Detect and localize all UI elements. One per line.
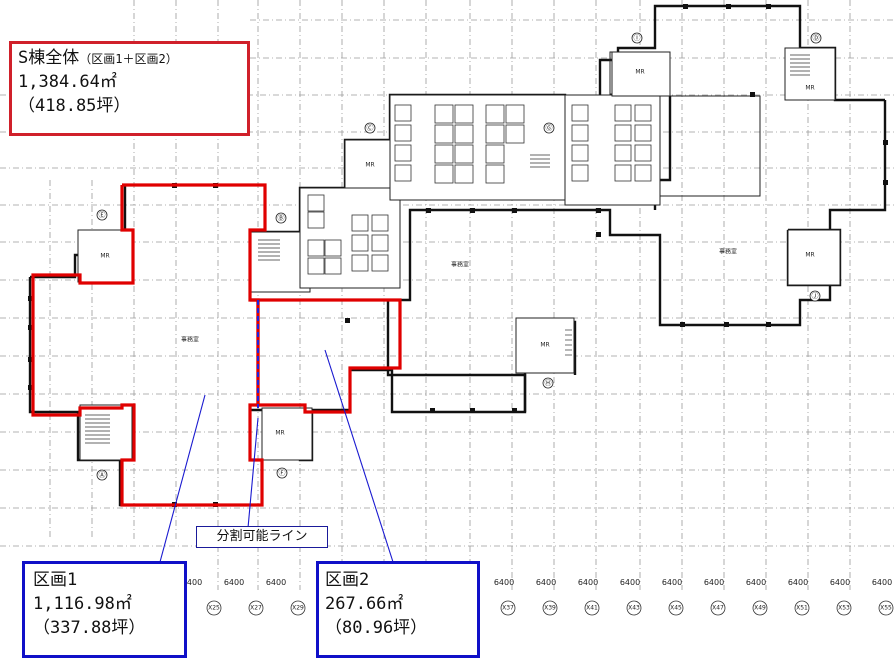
dimension-label: 6400: [872, 578, 892, 587]
axis-label: X41: [586, 605, 598, 612]
zone1-title: 区画1: [33, 570, 78, 590]
summary-area-m2: 1,384.64㎡: [18, 72, 117, 92]
dimension-label: 6400: [266, 578, 286, 587]
office-label: 事務室: [451, 261, 469, 269]
axis-label: X39: [544, 605, 556, 612]
dimension-label: 6400: [224, 578, 244, 587]
axis-label: X53: [838, 605, 850, 612]
core-marker: Ⓖ: [546, 124, 553, 132]
zone1-area-tsubo: （337.88坪）: [33, 618, 146, 638]
mr-label: MR: [365, 162, 374, 169]
zone1-leader: [159, 394, 206, 563]
dimension-label: 6400: [662, 578, 682, 587]
elevator-shafts: [307, 104, 652, 275]
zone2-outline: [250, 298, 402, 414]
dimension-label: 6400: [830, 578, 850, 587]
axis-marker: [248, 600, 264, 616]
stair-hatches: [85, 54, 810, 444]
zone1-area-m2: 1,116.98㎡: [33, 594, 132, 614]
zone2-title: 区画2: [325, 570, 370, 590]
axis-label: X37: [502, 605, 514, 612]
core-marker: Ⓗ: [545, 379, 552, 387]
axis-marker: [878, 600, 894, 616]
core-marker: Ⓒ: [367, 124, 374, 132]
dimension-label: 6400: [494, 578, 514, 587]
core-marker: Ⓕ: [279, 469, 286, 477]
summary-box: S棟全体（区画1＋区画2） 1,384.64㎡ （418.85坪）: [9, 41, 250, 136]
dimension-label: 6400: [704, 578, 724, 587]
axis-label: X47: [712, 605, 724, 612]
axis-label: X55: [880, 605, 892, 612]
axis-marker: [794, 600, 810, 616]
axis-label: X45: [670, 605, 682, 612]
core-rooms: [77, 47, 841, 461]
axis-marker: [710, 600, 726, 616]
core-marker: Ⓔ: [99, 211, 106, 219]
zone1-box: 区画1 1,116.98㎡ （337.88坪）: [22, 561, 187, 658]
zone2-box: 区画2 267.66㎡ （80.96坪）: [316, 561, 480, 658]
mr-label: MR: [275, 430, 284, 437]
mr-label: MR: [635, 69, 644, 76]
dimension-label: 6400: [536, 578, 556, 587]
core-marker: Ⓐ: [99, 471, 106, 479]
columns: [28, 4, 888, 507]
axis-marker: [626, 600, 642, 616]
dimension-label: 6400: [620, 578, 640, 587]
axis-label: X51: [796, 605, 808, 612]
axis-marker: [542, 600, 558, 616]
axis-label: X29: [292, 605, 304, 612]
zone2-leader: [324, 349, 394, 563]
split-leader: [247, 417, 259, 529]
grid-lines: [0, 0, 894, 590]
axis-marker: [836, 600, 852, 616]
axis-label: X43: [628, 605, 640, 612]
summary-area-tsubo: （418.85坪）: [18, 96, 131, 116]
axis-marker: [206, 600, 222, 616]
axis-label: X27: [250, 605, 262, 612]
dimension-label: 6400: [182, 578, 202, 587]
axis-marker: [290, 600, 306, 616]
dimension-label: 6400: [746, 578, 766, 587]
mr-label: MR: [540, 342, 549, 349]
core-marker: Ⓙ: [812, 292, 819, 300]
office-label: 事務室: [719, 248, 737, 256]
split-line-label: 分割可能ライン: [196, 526, 328, 548]
axis-label: X49: [754, 605, 766, 612]
axis-marker: [668, 600, 684, 616]
zone1-outline: [31, 183, 267, 507]
dimension-label: 6400: [788, 578, 808, 587]
zone2-area-m2: 267.66㎡: [325, 594, 404, 614]
office-label: 事務室: [181, 336, 199, 344]
core-marker: Ⓓ: [813, 34, 820, 42]
axis-marker: [584, 600, 600, 616]
mr-label: MR: [805, 252, 814, 259]
room-labels: MR MR MR MR MR MR MR 事務室 事務室 事務室: [100, 69, 814, 437]
summary-title-line: S棟全体（区画1＋区画2）: [18, 47, 241, 70]
dimension-label: 6400: [578, 578, 598, 587]
axis-marker: [752, 600, 768, 616]
dimension-row: 6400 6400 6400 6400 6400 6400 6400 6400 6400 6400…: [182, 578, 892, 587]
zone2-area-tsubo: （80.96坪）: [325, 618, 428, 638]
axis-row: X25 X27 X29 X37 X39 X41 X43 X45 X47 X49 X51 X53 X55: [206, 600, 894, 616]
core-markers: Ⓔ Ⓐ Ⓑ Ⓕ Ⓒ Ⓖ Ⓘ Ⓓ Ⓗ Ⓙ: [96, 32, 822, 481]
core-marker: Ⓘ: [634, 34, 641, 42]
mr-label: MR: [805, 85, 814, 92]
axis-label: X25: [208, 605, 220, 612]
mr-label: MR: [100, 253, 109, 260]
core-marker: Ⓑ: [278, 214, 285, 222]
summary-note: （区画1＋区画2）: [79, 52, 178, 66]
axis-marker: [500, 600, 516, 616]
summary-title: S棟全体: [18, 48, 80, 68]
